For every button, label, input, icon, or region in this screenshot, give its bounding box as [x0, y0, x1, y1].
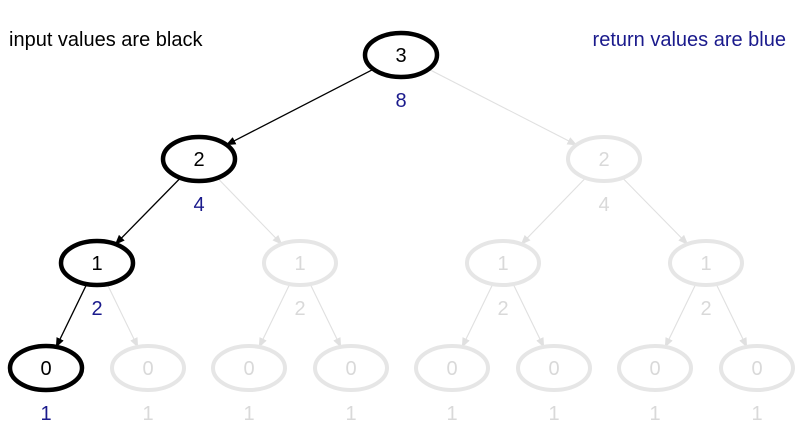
- node-return-value: 1: [40, 403, 51, 425]
- edge-arrow-n1a-n0a: [55, 283, 88, 348]
- node-return-value: 1: [649, 403, 660, 425]
- node-return-value: 4: [193, 194, 204, 216]
- node-ellipse: [313, 344, 389, 392]
- node-input-value: 0: [548, 358, 559, 380]
- node-input-value: 0: [345, 358, 356, 380]
- node-return-value: 8: [395, 90, 406, 112]
- node-input-value: 0: [446, 358, 457, 380]
- node-input-value: 0: [649, 358, 660, 380]
- node-input-value: 0: [40, 358, 51, 380]
- node-return-value: 2: [91, 298, 102, 320]
- node-ellipse: [566, 135, 642, 183]
- tree-node-n1d: 12: [668, 239, 744, 320]
- node-input-value: 0: [142, 358, 153, 380]
- tree-edges: [55, 68, 748, 348]
- node-return-value: 1: [548, 403, 559, 425]
- node-return-value: 2: [497, 298, 508, 320]
- tree-node-n0a: 01: [7, 343, 85, 425]
- edge-arrow-n2b-n1d: [622, 177, 689, 245]
- edge-arrow-n1c-n0e: [461, 283, 494, 348]
- node-input-value: 1: [91, 253, 102, 275]
- edge-arrow-n1c-n0f: [512, 283, 545, 348]
- tree-node-n0f: 01: [516, 344, 592, 425]
- tree-node-n0g: 01: [617, 344, 693, 425]
- return-values-note: return values are blue: [592, 29, 786, 51]
- node-return-value: 1: [446, 403, 457, 425]
- edge-arrow-n3-n2a: [225, 68, 374, 146]
- tree-node-n2a: 24: [160, 134, 238, 216]
- node-input-value: 1: [294, 253, 305, 275]
- node-ellipse: [414, 344, 490, 392]
- node-input-value: 0: [751, 358, 762, 380]
- edge-arrow-n3-n2b: [428, 68, 578, 146]
- node-ellipse: [719, 344, 795, 392]
- node-ellipse: [7, 343, 85, 393]
- tree-node-n1a: 12: [58, 238, 136, 320]
- edge-arrow-n2a-n1b: [216, 177, 283, 245]
- edge-arrow-n1b-n0c: [258, 283, 291, 348]
- node-ellipse: [262, 239, 338, 287]
- edge-arrow-n1b-n0d: [309, 283, 342, 348]
- node-input-value: 0: [243, 358, 254, 380]
- tree-node-n0d: 01: [313, 344, 389, 425]
- input-values-note: input values are black: [9, 29, 203, 51]
- edge-arrow-n1d-n0g: [664, 283, 697, 348]
- node-return-value: 4: [598, 194, 609, 216]
- tree-node-n1b: 12: [262, 239, 338, 320]
- node-input-value: 2: [598, 149, 609, 171]
- node-ellipse: [211, 344, 287, 392]
- node-return-value: 2: [700, 298, 711, 320]
- tree-node-n1c: 12: [465, 239, 541, 320]
- tree-node-n0e: 01: [414, 344, 490, 425]
- node-return-value: 1: [142, 403, 153, 425]
- edge-arrow-n1d-n0h: [715, 283, 748, 348]
- node-ellipse: [668, 239, 744, 287]
- node-return-value: 2: [294, 298, 305, 320]
- tree-node-n0c: 01: [211, 344, 287, 425]
- node-input-value: 1: [497, 253, 508, 275]
- node-ellipse: [110, 344, 186, 392]
- edge-arrow-n2a-n1a: [114, 177, 181, 245]
- node-return-value: 1: [243, 403, 254, 425]
- tree-node-n3: 38: [362, 30, 440, 112]
- node-ellipse: [516, 344, 592, 392]
- tree-node-n0b: 01: [110, 344, 186, 425]
- node-return-value: 1: [345, 403, 356, 425]
- node-ellipse: [465, 239, 541, 287]
- edge-arrow-n2b-n1c: [520, 177, 587, 245]
- node-return-value: 1: [751, 403, 762, 425]
- node-input-value: 2: [193, 149, 204, 171]
- node-ellipse: [362, 30, 440, 80]
- node-input-value: 3: [395, 45, 406, 67]
- tree-node-n0h: 01: [719, 344, 795, 425]
- node-ellipse: [617, 344, 693, 392]
- node-ellipse: [58, 238, 136, 288]
- tree-node-n2b: 24: [566, 135, 642, 216]
- node-input-value: 1: [700, 253, 711, 275]
- edge-arrow-n1a-n0b: [106, 283, 139, 348]
- node-ellipse: [160, 134, 238, 184]
